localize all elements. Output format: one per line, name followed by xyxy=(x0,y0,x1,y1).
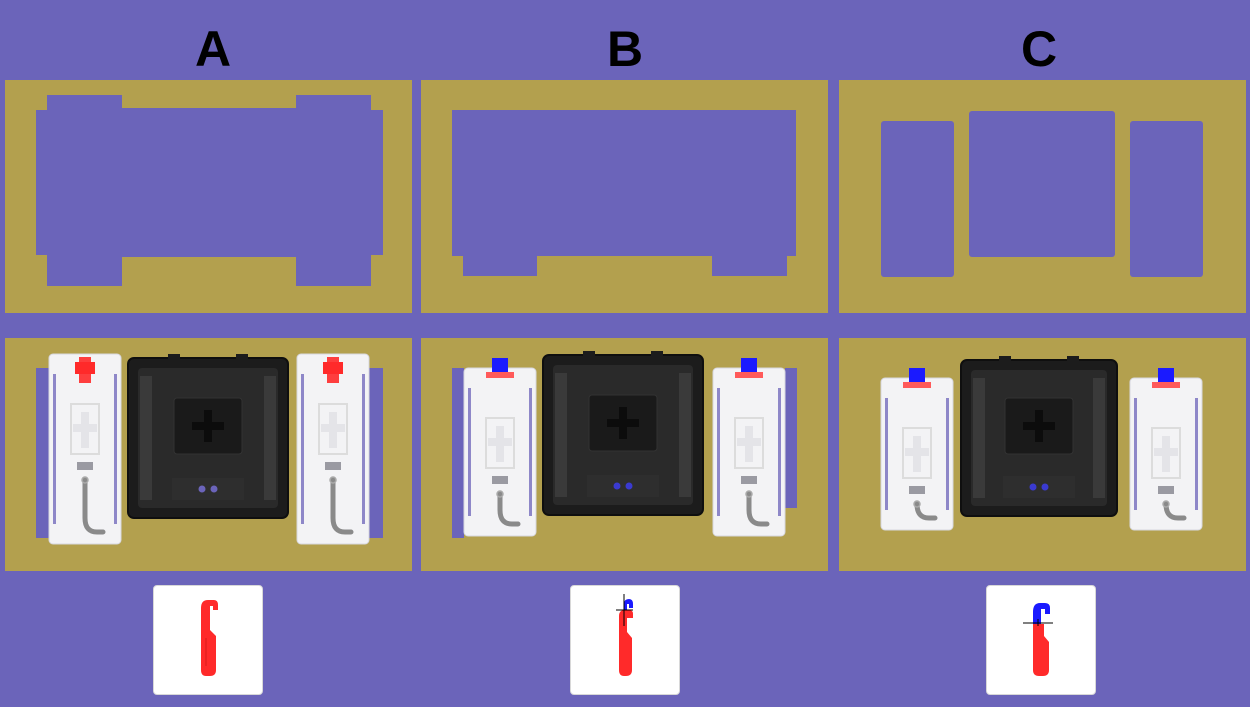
switch-hole xyxy=(969,111,1115,257)
stabilizer-wire-icon xyxy=(616,594,633,676)
mechanical-switch-icon xyxy=(542,351,704,516)
stabilizer-wire-icon xyxy=(1023,603,1053,676)
stab-hole-right xyxy=(1130,121,1203,277)
wire-card-b xyxy=(570,585,680,695)
mechanical-switch-icon xyxy=(127,354,289,519)
assembly-c xyxy=(839,338,1246,571)
wire-card-a xyxy=(153,585,263,695)
plate-cutout-a xyxy=(5,80,412,313)
stab-hole-left xyxy=(881,121,954,277)
stabilizer-housing-icon xyxy=(463,358,537,537)
plate-cutout-b xyxy=(421,80,828,313)
column-label-c: C xyxy=(1020,21,1058,77)
stabilizer-housing-icon xyxy=(296,353,370,545)
plate-gap xyxy=(36,368,51,538)
cutout-shape-b xyxy=(452,110,796,276)
stabilizer-wire-icon xyxy=(201,600,218,676)
stabilizer-housing-icon xyxy=(880,368,954,531)
column-label-a: A xyxy=(194,21,232,77)
mechanical-switch-icon xyxy=(960,356,1118,517)
assembly-a xyxy=(5,338,412,571)
plate-gap xyxy=(367,368,383,538)
plate-cutout-c xyxy=(839,80,1246,313)
wire-card-c xyxy=(986,585,1096,695)
column-label-b: B xyxy=(606,21,644,77)
cutout-shape-a xyxy=(36,95,383,286)
stabilizer-housing-icon xyxy=(48,353,122,545)
plate-gap xyxy=(785,368,797,508)
stabilizer-housing-icon xyxy=(1129,368,1203,531)
plate-gap xyxy=(452,368,464,538)
assembly-b xyxy=(421,338,828,571)
stabilizer-housing-icon xyxy=(712,358,786,537)
